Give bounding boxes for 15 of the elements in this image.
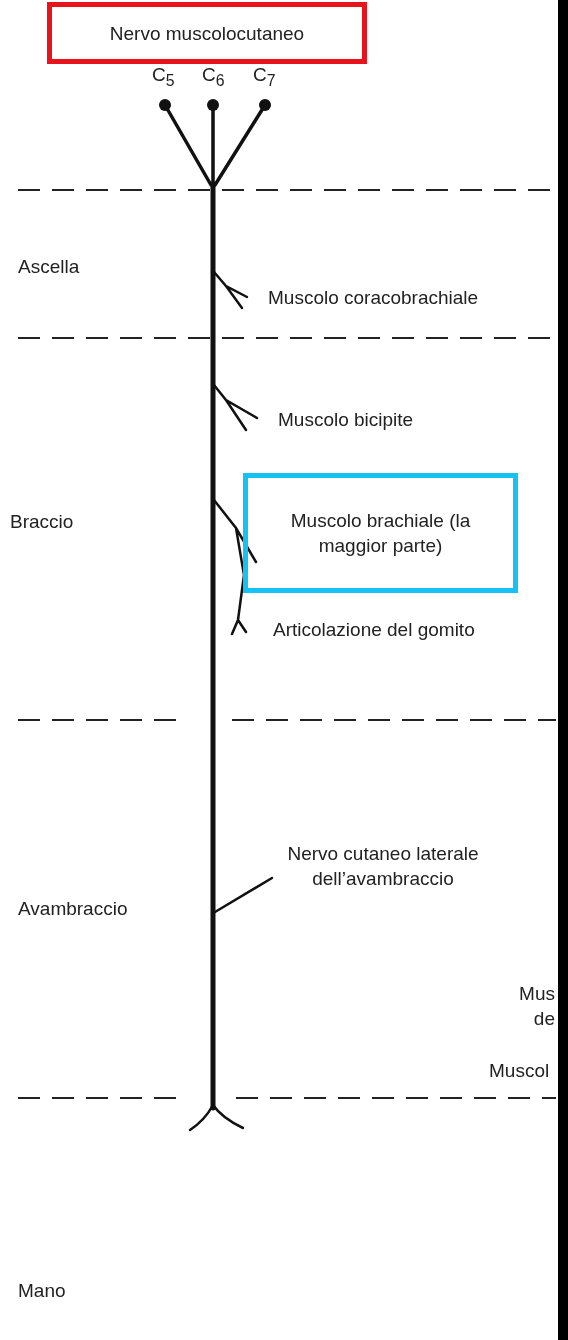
root-label: C$_{6}$ xyxy=(202,63,225,91)
highlight-box: Muscolo brachiale (la maggior parte) xyxy=(243,473,518,593)
nerve-label: Nervo cutaneo laterale dell’avambraccio xyxy=(286,842,480,891)
muscle-label: Mus de xyxy=(518,982,555,1031)
region-label: Braccio xyxy=(10,510,74,534)
root-label: C$_{5}$ xyxy=(152,63,175,91)
muscle-label: Muscolo coracobrachiale xyxy=(268,286,479,310)
muscle-label: Muscol xyxy=(489,1059,550,1083)
region-label: Ascella xyxy=(18,255,80,279)
joint-label: Articolazione del gomito xyxy=(273,618,475,642)
region-label: Avambraccio xyxy=(18,897,128,921)
title-box: Nervo muscolocutaneo xyxy=(47,2,367,64)
region-label: Mano xyxy=(18,1279,66,1303)
root-label: C$_{7}$ xyxy=(253,63,276,91)
muscle-label: Muscolo bicipite xyxy=(278,408,414,432)
